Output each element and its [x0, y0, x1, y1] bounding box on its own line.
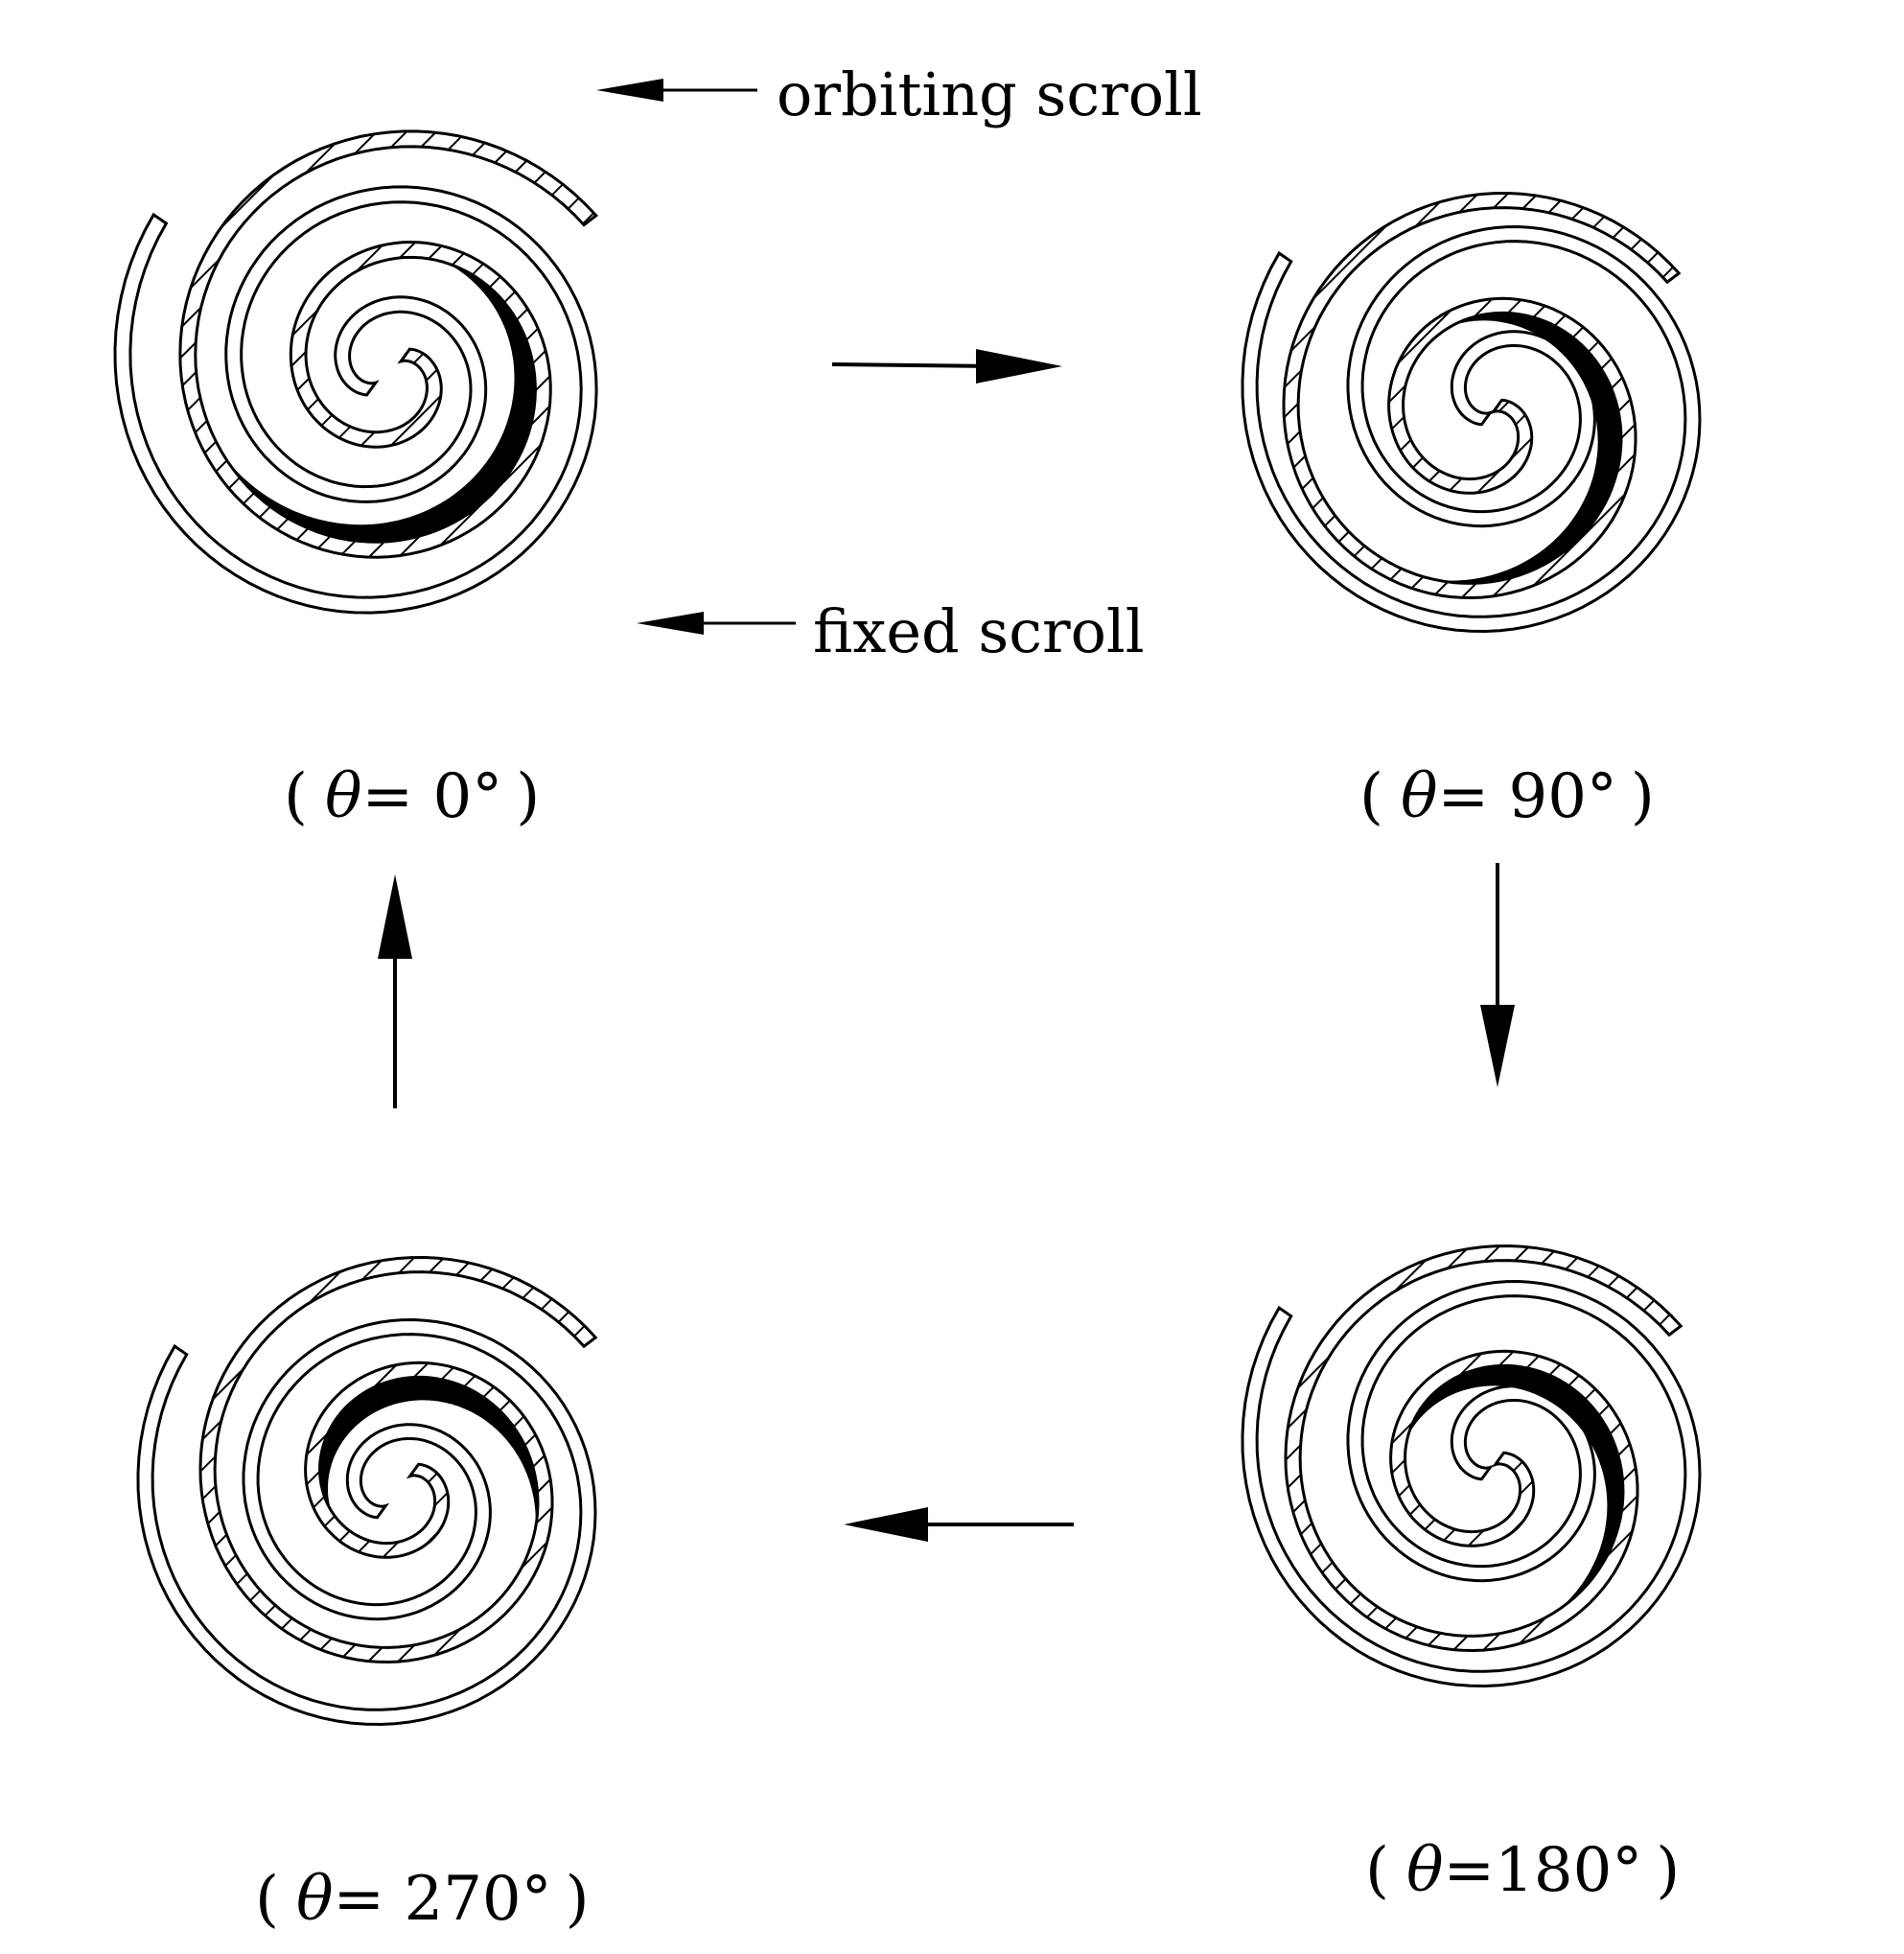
fixed-scroll-wall	[1241, 224, 1702, 634]
scroll-panel-theta-90	[1241, 191, 1702, 634]
compression-pocket	[1436, 313, 1621, 584]
arrow-90-to-180	[1480, 863, 1515, 1087]
caption-theta-90: (θ= 90°)	[1359, 761, 1655, 832]
orbiting-scroll-callout: orbiting scroll	[596, 59, 1202, 129]
orbiting-scroll-label: orbiting scroll	[777, 59, 1202, 129]
arrow-270-to-0	[378, 874, 412, 1108]
fixed-scroll-wall	[113, 185, 598, 615]
orbiting-scroll-wall	[1282, 191, 1682, 600]
caption-theta-0: (θ= 0°)	[284, 761, 540, 832]
caption-theta-180: (θ=180°)	[1365, 1835, 1680, 1906]
arrow-0-to-90	[831, 349, 1062, 384]
arrow-180-to-270	[844, 1507, 1074, 1542]
fixed-scroll-wall	[1241, 1279, 1702, 1688]
scroll-panel-theta-270	[136, 1255, 598, 1727]
fixed-scroll-callout: fixed scroll	[637, 596, 1145, 666]
compression-pocket	[319, 1377, 538, 1527]
scroll-panel-theta-180	[1241, 1244, 1702, 1688]
fixed-scroll-wall	[136, 1317, 597, 1727]
scroll-panel-theta-0	[113, 129, 599, 615]
orbiting-scroll-wall	[178, 129, 599, 559]
caption-theta-270: (θ= 270°)	[255, 1864, 590, 1935]
orbiting-scroll-wall	[198, 1255, 598, 1664]
fixed-scroll-label: fixed scroll	[813, 596, 1145, 666]
orbiting-scroll-wall	[1284, 1244, 1683, 1653]
